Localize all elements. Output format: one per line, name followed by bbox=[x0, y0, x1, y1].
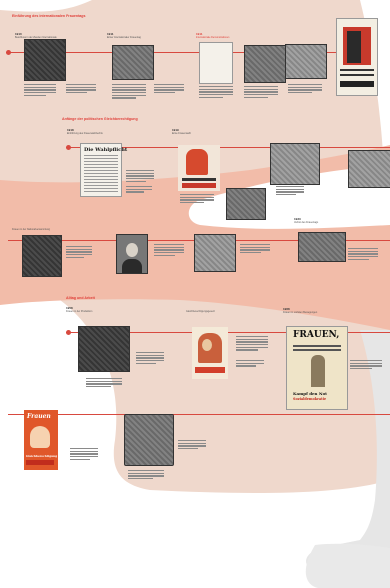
poster-frauen-subtitle-2: Sozialdemokratie bbox=[293, 397, 327, 401]
timeline-marker bbox=[6, 50, 11, 55]
photo-crowd-assembly bbox=[270, 143, 320, 185]
event-caption: Erste Frauenwahl bbox=[172, 132, 191, 135]
text-block bbox=[236, 336, 268, 352]
photo-workers bbox=[194, 234, 236, 272]
poster-woman-hand bbox=[192, 327, 228, 379]
text-block bbox=[178, 440, 206, 451]
poster-frauen-orange: Frauen Gleichberechtigung bbox=[24, 410, 58, 470]
text-block bbox=[136, 352, 164, 365]
event-date: 1911 bbox=[107, 32, 114, 36]
photo-assembly bbox=[112, 45, 154, 80]
event-caption: Frauen in der Nationalversammlung bbox=[12, 228, 51, 231]
poster-frauen-subtitle: Kampf den Not bbox=[293, 391, 328, 396]
timeline-line bbox=[8, 414, 390, 416]
photo-meeting bbox=[298, 232, 346, 262]
poster-red-figure bbox=[178, 145, 220, 191]
text-block bbox=[86, 378, 122, 389]
event-caption: Internationale Demonstrationen bbox=[196, 36, 230, 39]
poster-frauen: FRAUEN, Kampf den Not Sozialdemokratie bbox=[286, 326, 348, 410]
event-caption: Verbot des Frauentags bbox=[294, 221, 319, 224]
timeline-marker bbox=[66, 145, 71, 150]
event-caption: Erster Internationaler Frauentag bbox=[107, 36, 141, 39]
photo-street bbox=[285, 44, 327, 79]
event-caption: Beschluss in der Zweiten Internationale bbox=[15, 36, 57, 39]
event-caption: Einführung des Frauenwahlrechts bbox=[67, 132, 103, 135]
text-block bbox=[180, 194, 214, 205]
text-block bbox=[126, 186, 152, 194]
photo-factory-crowd bbox=[78, 326, 130, 372]
event-date: 1958 bbox=[66, 306, 73, 310]
event-date: 1910 bbox=[15, 32, 22, 36]
poster-orange-subtitle: Gleichberechtigung bbox=[26, 454, 58, 458]
text-block bbox=[199, 86, 233, 99]
event-date: 1919 bbox=[172, 128, 179, 132]
event-date: 1911 bbox=[196, 32, 203, 36]
poster-frauen-title: FRAUEN, bbox=[293, 330, 340, 340]
document-leaflet bbox=[199, 42, 233, 84]
photo-women-group bbox=[226, 188, 266, 220]
poster-suffrage bbox=[336, 18, 378, 96]
text-block bbox=[126, 170, 154, 183]
section-title: Alltag und Arbeit bbox=[66, 296, 95, 300]
timeline-line bbox=[66, 147, 390, 149]
text-block bbox=[350, 360, 382, 371]
photo-demonstration bbox=[244, 45, 286, 83]
timeline-line bbox=[6, 52, 336, 54]
text-block bbox=[112, 84, 146, 100]
text-block bbox=[236, 360, 264, 368]
text-block bbox=[24, 84, 56, 97]
text-block bbox=[244, 86, 278, 99]
section-title: Einführung des internationalen Frauentag… bbox=[12, 14, 86, 18]
gray-foot-shape bbox=[305, 543, 390, 588]
photo-crowd bbox=[24, 39, 66, 81]
event-date: 1968 bbox=[283, 307, 290, 311]
photo-portrait bbox=[116, 234, 148, 274]
timeline-marker bbox=[66, 330, 71, 335]
event-date: 1933 bbox=[294, 217, 301, 221]
text-block bbox=[66, 246, 92, 259]
photo-building bbox=[22, 235, 62, 277]
event-caption: Frauen in sozialen Bewegungen bbox=[283, 311, 318, 314]
text-block bbox=[154, 84, 184, 95]
newspaper-title: Die Wahlpflicht bbox=[84, 147, 128, 153]
photo-protest-banner bbox=[124, 414, 174, 466]
text-block bbox=[66, 84, 96, 95]
photo-parliament bbox=[348, 150, 390, 188]
text-block bbox=[128, 470, 164, 481]
event-date: 1918 bbox=[67, 128, 74, 132]
text-block bbox=[70, 448, 98, 461]
event-caption: Frauen in der Produktion bbox=[66, 310, 93, 313]
section-title: Anfänge der politischen Gleichberechtigu… bbox=[62, 117, 138, 121]
text-block bbox=[276, 186, 304, 197]
text-block bbox=[240, 244, 270, 255]
poster-orange-title: Frauen bbox=[27, 413, 51, 420]
timeline-line bbox=[66, 332, 390, 334]
text-block bbox=[348, 248, 378, 261]
text-block bbox=[154, 244, 184, 257]
event-caption: Gleichberechtigungsgesetz bbox=[186, 310, 215, 313]
text-block bbox=[288, 84, 322, 95]
document-newspaper: Die Wahlpflicht bbox=[80, 143, 127, 197]
